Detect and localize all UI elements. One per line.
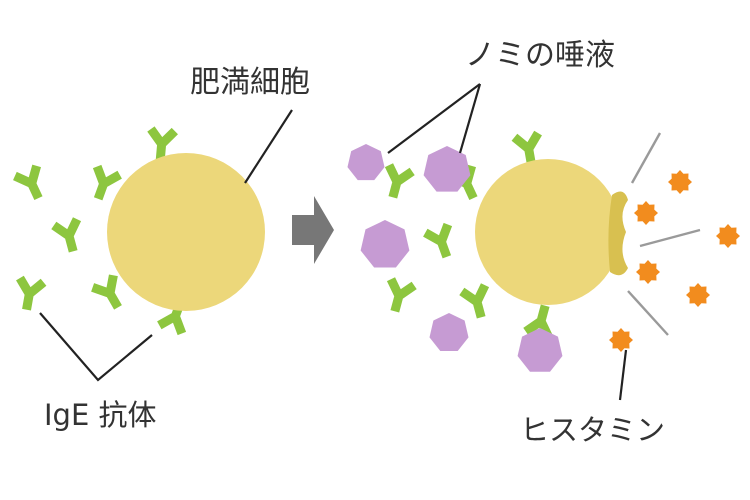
histamine-icon [609,328,633,352]
allergen-icon [347,144,385,181]
mast-cell-label: 肥満細胞 [190,65,310,100]
histamine-icon [668,170,692,194]
antibody-icon [93,275,129,313]
allergen-icon [517,328,563,372]
left-panel [15,129,265,334]
flea-saliva-label: ノミの唾液 [465,38,615,73]
antibody-icon [383,279,414,314]
histamine-label: ヒスタミン [520,413,665,447]
histamine-icon [634,201,658,225]
release-lines [627,132,701,336]
histamine-icon [686,283,710,307]
mast-cell-degranulating [475,159,640,305]
mast-cell [107,153,265,311]
leader-lines-right [387,83,628,401]
antibody-icon [15,278,44,312]
allergen-icon [429,313,469,351]
antibody-icon [381,165,412,200]
histamine-icon [636,260,660,284]
antibody-icon [15,166,49,203]
right-panel [347,133,740,372]
antibody-icon [462,285,493,320]
right-arrow-icon [292,196,334,264]
antibody-icon [425,224,458,260]
leader-lines-left [39,109,293,382]
allergen-icon [360,220,410,268]
histamine-icon [716,224,740,248]
antibody-icon [87,166,120,202]
ige-antibody-label: IgE 抗体 [44,398,157,432]
antibody-icon [54,219,85,254]
